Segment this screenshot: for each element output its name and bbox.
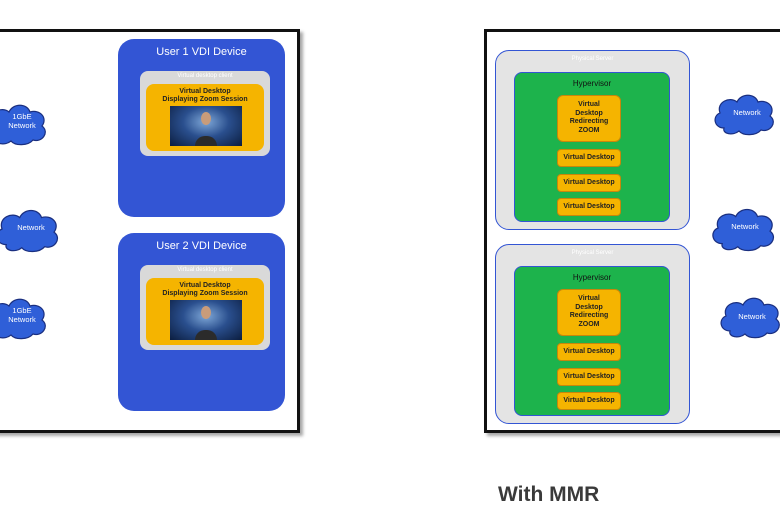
cloud-label-line2: Network [8,315,36,324]
virtual-desktop-client: Virtual desktop client Virtual Desktop D… [140,71,270,156]
desktop-label-line1: Virtual Desktop [179,88,231,95]
redirect-line: Redirecting [569,312,609,319]
cloud-icon [720,297,780,339]
cloud-label-line2: Network [8,121,36,130]
cloud-label: Network [731,222,759,231]
cloud-label: 1GbE Network [0,306,50,324]
virtual-desktop: Virtual Desktop [557,368,621,386]
client-label: Virtual desktop client [177,73,233,79]
redirect-label: Virtual Desktop Redirecting ZOOM [558,101,620,135]
hypervisor: Hypervisor Virtual Desktop Redirecting Z… [514,72,670,222]
virtual-desktop: Virtual Desktop [557,198,621,216]
caption: With MMR [498,483,600,506]
redirect-line: Virtual [578,295,600,302]
zoom-video-image [170,300,242,340]
desktop-label-line1: Virtual Desktop [179,282,231,289]
hypervisor-label: Hypervisor [572,273,612,282]
desktop-label: Virtual Desktop Displaying Zoom Session [146,282,264,298]
zoom-video-image [170,106,242,146]
virtual-desktop: Virtual Desktop [557,174,621,192]
redirect-line: Desktop [575,303,603,311]
desktop-label: Virtual Desktop Displaying Zoom Session [146,88,264,104]
network-cloud: Network [708,88,780,138]
cloud-icon [714,94,774,136]
redirecting-desktop: Virtual Desktop Redirecting ZOOM [557,95,621,142]
redirect-label: Virtual Desktop Redirecting ZOOM [558,295,620,329]
virtual-desktop: Virtual Desktop [557,149,621,167]
client-label: Virtual desktop client [177,267,233,273]
server-label: Physical Server [571,56,614,62]
redirect-line: Desktop [575,109,603,117]
virtual-desktop: Virtual Desktop [557,343,621,361]
user1-vdi-device: User 1 VDI Device Virtual desktop client… [118,39,285,217]
cloud-icon [0,104,46,146]
user2-vdi-device: User 2 VDI Device Virtual desktop client… [118,233,285,411]
network-cloud: Network [0,203,64,255]
cloud-icon [0,298,46,340]
network-cloud: 1GbE Network [0,292,50,342]
network-cloud: Network [706,202,780,254]
network-cloud: 1GbE Network [0,98,50,148]
cloud-icon [0,209,59,253]
cloud-label: 1GbE Network [0,112,50,130]
redirect-line: Redirecting [569,118,609,125]
device-title: User 2 VDI Device [156,240,247,252]
server-label: Physical Server [571,250,614,256]
cloud-label: Network [738,312,766,321]
desktop-label-line2: Displaying Zoom Session [162,290,248,297]
virtual-desktop: Virtual Desktop Displaying Zoom Session [146,278,264,345]
hypervisor: Hypervisor Virtual Desktop Redirecting Z… [514,266,670,416]
redirect-line: Virtual [578,101,600,108]
virtual-desktop: Virtual Desktop Displaying Zoom Session [146,84,264,151]
redirecting-desktop: Virtual Desktop Redirecting ZOOM [557,289,621,336]
desktop-label-line2: Displaying Zoom Session [162,96,248,103]
physical-server: Physical Server Hypervisor Virtual Deskt… [495,50,690,230]
physical-server: Physical Server Hypervisor Virtual Deskt… [495,244,690,424]
hypervisor-label: Hypervisor [572,79,612,88]
virtual-desktop: Virtual Desktop [557,392,621,410]
cloud-label-line1: 1GbE [12,306,32,315]
device-title: User 1 VDI Device [156,46,247,58]
virtual-desktop-client: Virtual desktop client Virtual Desktop D… [140,265,270,350]
cloud-label: Network [0,223,64,232]
cloud-icon [712,208,775,252]
cloud-label: Network [733,108,761,117]
redirect-line: ZOOM [578,320,600,328]
cloud-label-line1: Network [17,223,45,232]
redirect-line: ZOOM [578,126,600,134]
cloud-label-line1: 1GbE [12,112,32,121]
network-cloud: Network [716,290,780,342]
